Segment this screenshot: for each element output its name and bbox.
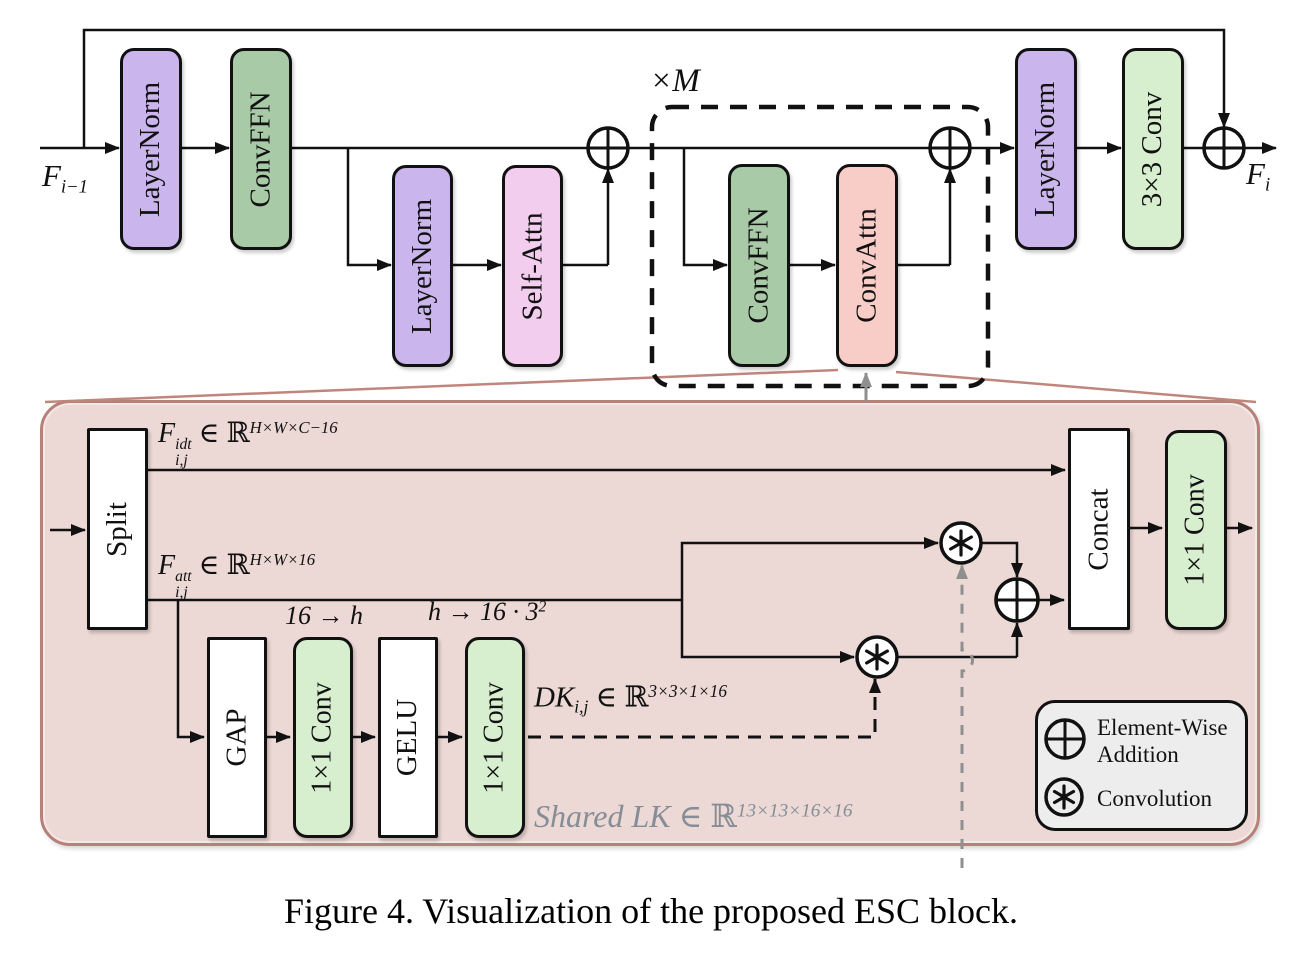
split-label: Split (101, 501, 133, 557)
conv1x1-out-label: 1×1 Conv (1180, 474, 1211, 586)
plus-icon (588, 128, 628, 168)
legend-convolution-icon (1044, 777, 1084, 817)
upper-conv-to-add-wire (981, 541, 1023, 578)
att-upper-branch-wire (680, 537, 939, 600)
detail-wires (50, 464, 1253, 743)
selfattn-branch-wire (346, 148, 392, 271)
asterisk-icon (865, 643, 889, 671)
top-wires (40, 28, 1277, 271)
expand-dims-label: h → 16 · 32 (428, 597, 547, 626)
asterisk-icon (1052, 784, 1076, 810)
conv1x1-expand-block: 1×1 Conv (465, 637, 525, 838)
convattn-block: ConvAttn (836, 164, 898, 367)
legend-addition-icon (1044, 718, 1086, 760)
self-attn-block: Self-Attn (502, 165, 563, 367)
input-tensor-label: Fi−1 (42, 158, 88, 198)
convffn2-label: ConvFFN (742, 207, 775, 324)
convffn2-block: ConvFFN (728, 164, 790, 367)
convffn2-branch-wire (682, 148, 728, 271)
conv1x1-squeeze-label: 1×1 Conv (307, 681, 338, 794)
shared-kernel-wires (860, 372, 974, 868)
plus-icon (1204, 128, 1244, 168)
convffn1-block: ConvFFN (230, 48, 292, 250)
concat-label: Concat (1082, 487, 1115, 571)
squeeze-dims-label: 16 → h (285, 601, 363, 630)
output-tensor-label: Fi (1246, 156, 1271, 196)
dynamic-kernel-label: DKi,j ∈ ℝ3×3×1×16 (534, 681, 728, 717)
addition-node-detail (994, 577, 1040, 623)
gap-branch-wire (176, 600, 205, 743)
conv3x3-block: 3×3 Conv (1122, 48, 1184, 250)
gelu-block: GELU (378, 637, 438, 838)
split-block: Split (87, 428, 148, 630)
legend-convolution-label: Convolution (1097, 786, 1213, 811)
layernorm-selfattn-label: LayerNorm (406, 198, 438, 334)
convolution-node-lower (855, 635, 899, 679)
addition-node-selfattn (586, 126, 630, 170)
convattn-label: ConvAttn (850, 208, 883, 323)
conv1x1-out-block: 1×1 Conv (1165, 430, 1227, 630)
layernorm2-label: LayerNorm (1029, 81, 1062, 217)
layernorm2-block: LayerNorm (1015, 48, 1077, 250)
callout-line-right (895, 370, 1257, 404)
outer-residual-wire (82, 28, 1230, 148)
self-attn-label: Self-Attn (516, 212, 548, 320)
repeat-dashed-box (649, 104, 991, 389)
att-lower-branch-wire (680, 600, 855, 663)
plus-icon (996, 579, 1038, 621)
conv3x3-label: 3×3 Conv (1136, 91, 1169, 207)
zoom-callout-lines (44, 368, 1257, 404)
repeat-multiplier-label: ×M (650, 63, 700, 99)
legend-symbols (1044, 718, 1086, 817)
addition-nodes (586, 126, 1246, 623)
conv1x1-expand-label: 1×1 Conv (479, 681, 510, 794)
convolution-nodes (855, 521, 983, 679)
layernorm1-label: LayerNorm (134, 81, 167, 217)
plus-icon (1046, 720, 1084, 758)
layernorm-selfattn-block: LayerNorm (392, 165, 453, 367)
plus-icon (930, 128, 970, 168)
shared-kernel-label: Shared LK ∈ ℝ13×13×16×16 (534, 798, 853, 834)
shared-kernel-dashed-wire (956, 564, 974, 868)
addition-node-convattn (928, 126, 972, 170)
concat-block: Concat (1068, 428, 1130, 630)
gelu-label: GELU (391, 698, 424, 777)
figure-caption: Figure 4. Visualization of the proposed … (283, 891, 1019, 931)
legend-addition-label: Element-Wise Addition (1097, 715, 1228, 768)
layernorm1-block: LayerNorm (120, 48, 182, 250)
asterisk-icon (949, 529, 973, 557)
gap-block: GAP (207, 637, 267, 838)
convffn1-label: ConvFFN (244, 90, 277, 208)
convolution-node-upper (939, 521, 983, 565)
callout-line-left (44, 368, 839, 404)
dynamic-kernel-dashed-wire (528, 678, 881, 739)
gap-label: GAP (220, 708, 253, 767)
addition-node-output (1202, 126, 1246, 170)
conv1x1-squeeze-block: 1×1 Conv (293, 637, 353, 838)
